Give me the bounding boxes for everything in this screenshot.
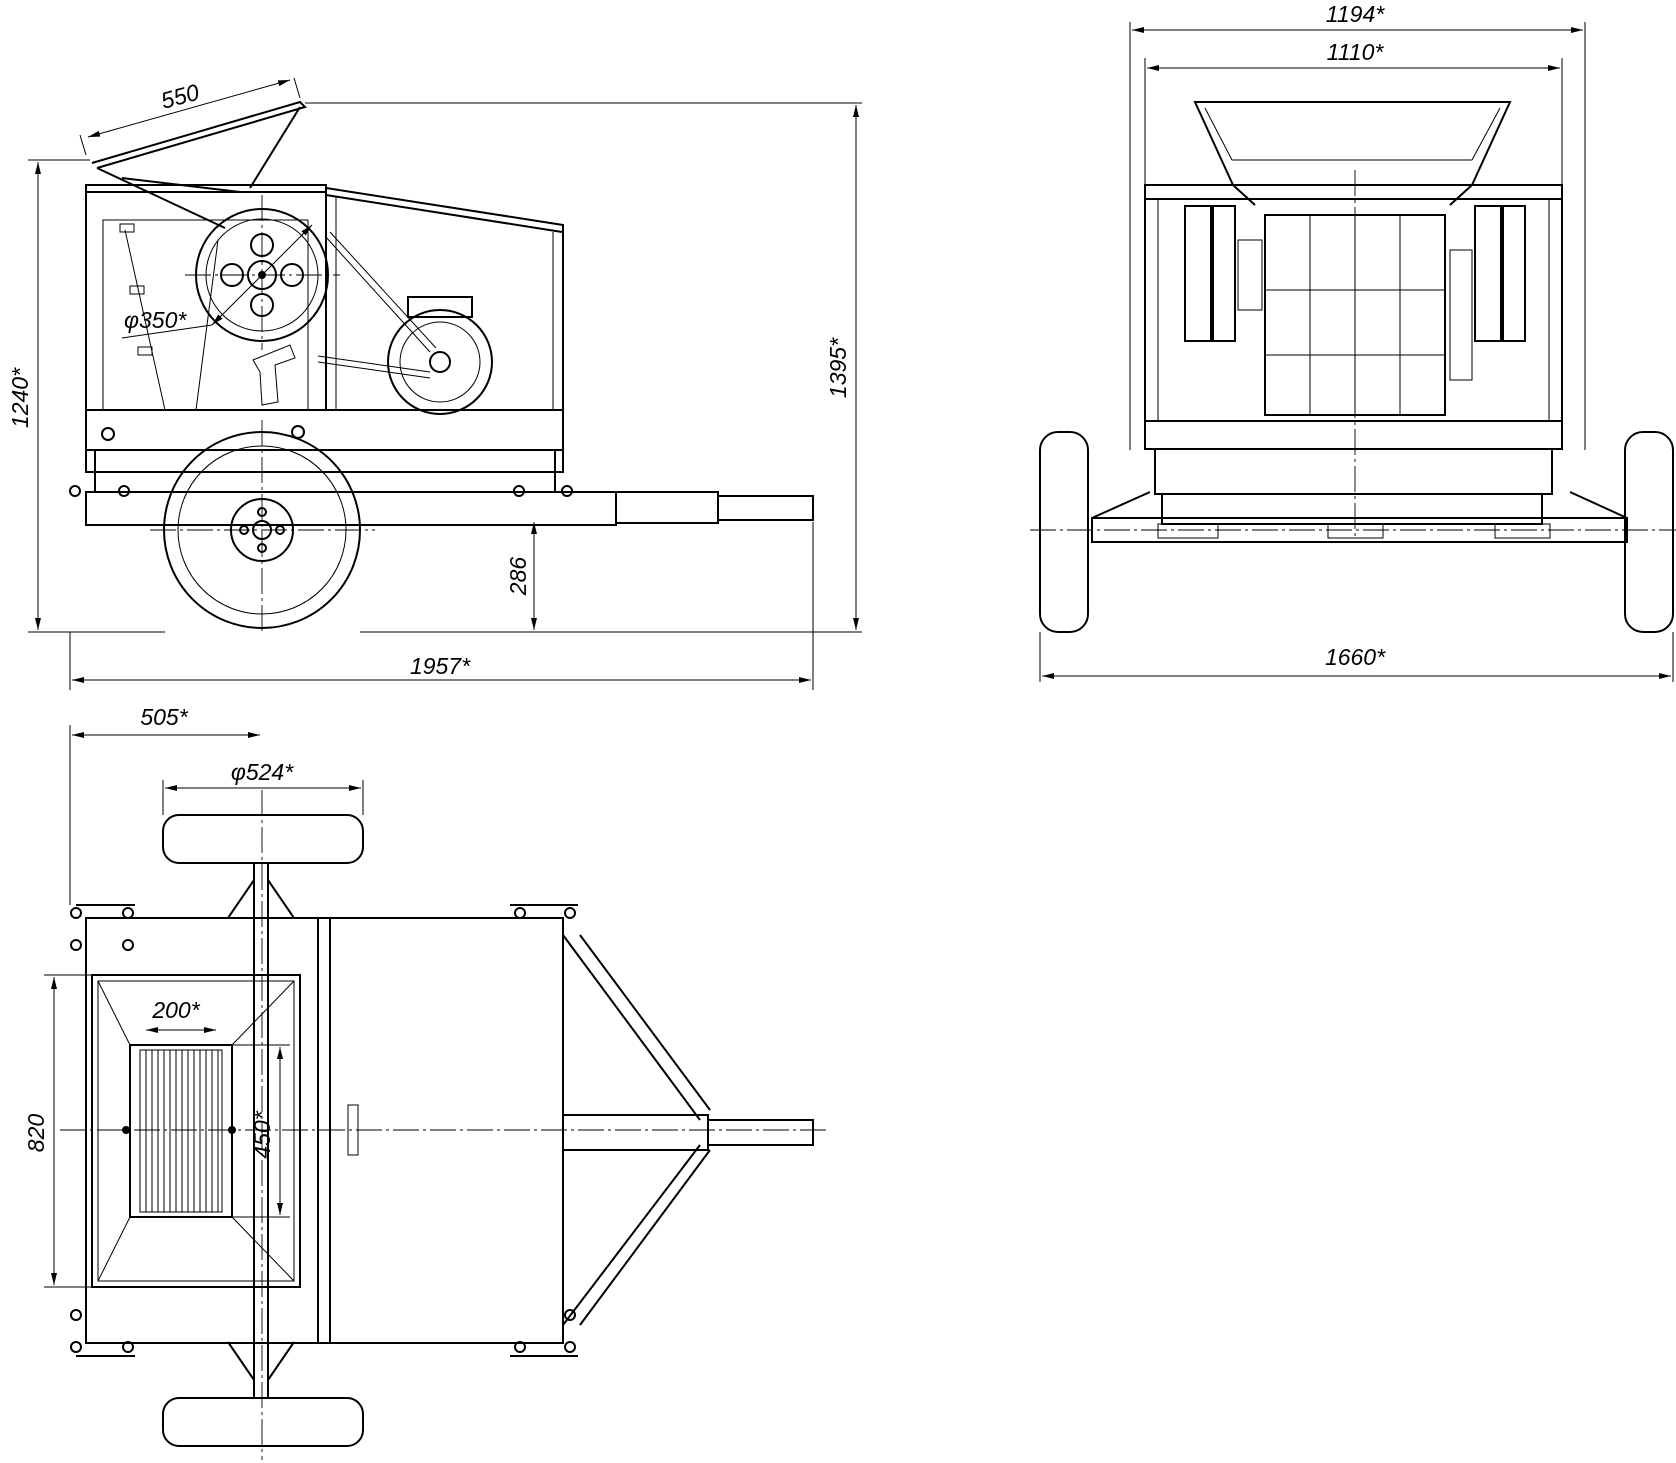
plan-frame [76, 904, 578, 1357]
dim-550: 550 [79, 77, 301, 156]
dim-1240: 1240* [7, 159, 165, 633]
dim-label-1194: 1194* [1326, 1, 1385, 27]
side-motor [387, 296, 493, 415]
dim-1395: 1395* [305, 102, 862, 633]
dim-820: 820 [23, 974, 92, 1288]
side-motor-cover [325, 187, 564, 411]
front-pulley-right [1449, 205, 1526, 381]
plan-inlet-grate [129, 1044, 233, 1218]
side-chassis [69, 409, 814, 526]
dim-label-1395: 1395* [825, 337, 851, 398]
dim-label-1240: 1240* [7, 367, 33, 428]
dim-label-1660: 1660* [1325, 644, 1386, 670]
dim-label-820: 820 [23, 1114, 49, 1153]
front-frame [1144, 184, 1563, 525]
plan-axle [227, 862, 295, 1399]
dim-1194: 1194* [1129, 1, 1586, 450]
front-axle [1091, 491, 1628, 543]
dim-450: 450* [232, 1044, 290, 1218]
front-wheel-left [1039, 431, 1089, 633]
dim-label-350: φ350* [124, 307, 187, 333]
dim-label-286: 286 [505, 557, 531, 597]
front-view: 1194* 1110* 1660* [1030, 1, 1676, 682]
plan-hopper [91, 974, 301, 1288]
side-belt [317, 231, 437, 379]
dim-1110: 1110* [1144, 39, 1563, 185]
dim-1957: 1957* [69, 522, 814, 690]
plan-wheel-top [162, 814, 364, 864]
dim-200: 200* [146, 997, 216, 1033]
dim-label-1110: 1110* [1327, 39, 1385, 65]
dim-label-200: 200* [151, 997, 200, 1023]
dim-label-1957: 1957* [410, 653, 471, 679]
dim-350: φ350* [121, 224, 313, 339]
front-hopper [1193, 101, 1512, 206]
front-pulley-left [1184, 205, 1263, 342]
dim-286: 286 [505, 522, 537, 630]
dim-label-450: 450* [249, 1110, 275, 1158]
plan-wheel-bottom [162, 1397, 364, 1447]
dim-label-505: 505* [140, 704, 188, 730]
dim-1660: 1660* [1039, 632, 1674, 682]
side-view: 550 1240* 1395* φ350* 286 1957* [7, 77, 862, 690]
plan-drawbar [347, 934, 814, 1326]
dim-505: 505* [69, 704, 260, 905]
plan-bolts [70, 907, 576, 1353]
dim-label-524: φ524* [231, 759, 294, 785]
dim-label-550: 550 [158, 79, 202, 114]
dim-524: φ524* [162, 759, 364, 815]
plan-view: 505* φ524* 200* 450* 820 [23, 704, 830, 1460]
front-wheel-right [1624, 431, 1674, 633]
